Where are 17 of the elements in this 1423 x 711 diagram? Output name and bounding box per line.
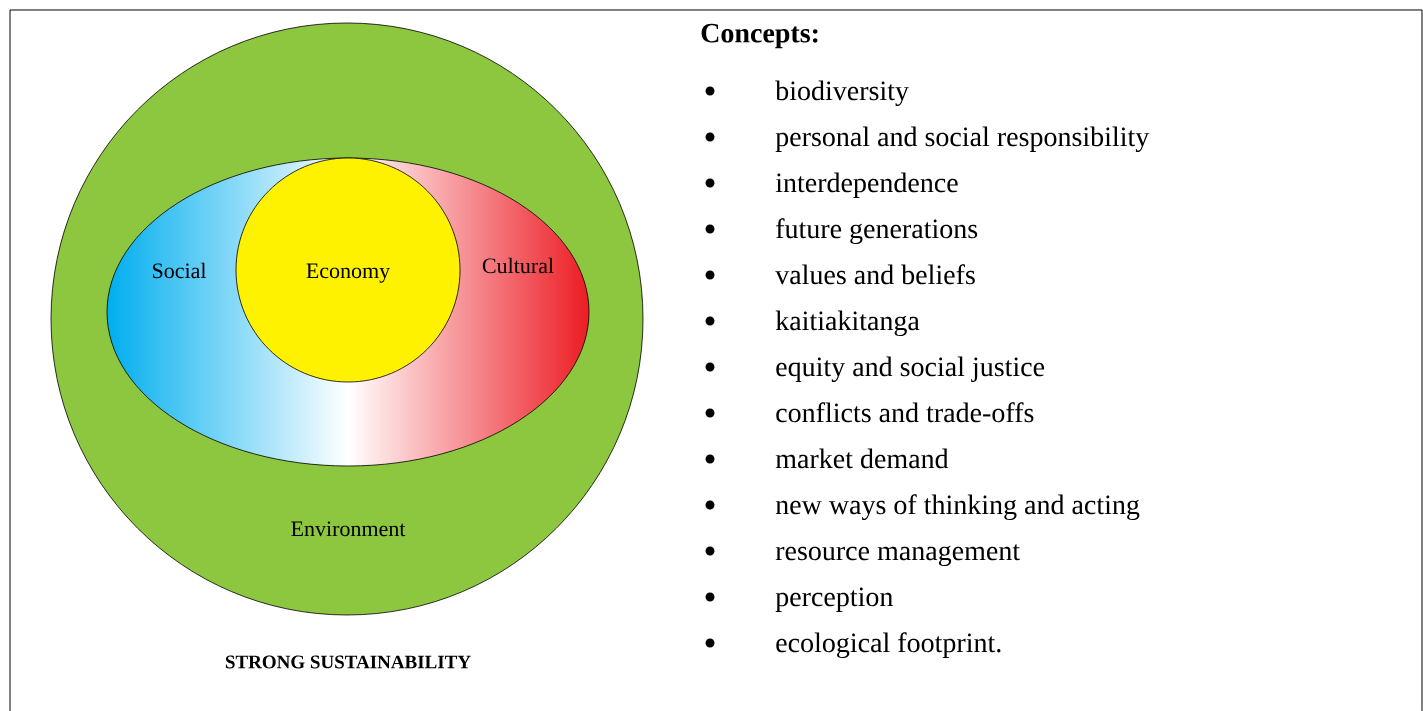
list-item: values and beliefs bbox=[775, 264, 975, 285]
list-item: conflicts and trade-offs bbox=[776, 402, 1034, 423]
list-item: interdependence bbox=[775, 172, 958, 198]
list-item: future generations bbox=[776, 218, 978, 245]
list-heading: Concepts: bbox=[701, 23, 818, 49]
node-label: Cultural bbox=[482, 257, 554, 274]
list-item: personal and social responsibility bbox=[775, 126, 1150, 153]
list-item: new ways of thinking and acting bbox=[775, 494, 1140, 521]
list-item: biodiversity bbox=[775, 80, 909, 107]
list-item: equity and social justice bbox=[776, 356, 1045, 383]
list-item: market demand bbox=[775, 448, 949, 469]
list-item: perception bbox=[775, 587, 893, 612]
list-item: resource management bbox=[775, 544, 1020, 567]
list-item: kaitiakitanga bbox=[775, 310, 920, 337]
caption: STRONG SUSTAINABILITY bbox=[225, 655, 471, 669]
list-item: ecological footprint. bbox=[776, 632, 1001, 659]
node-label: Social bbox=[152, 262, 207, 279]
